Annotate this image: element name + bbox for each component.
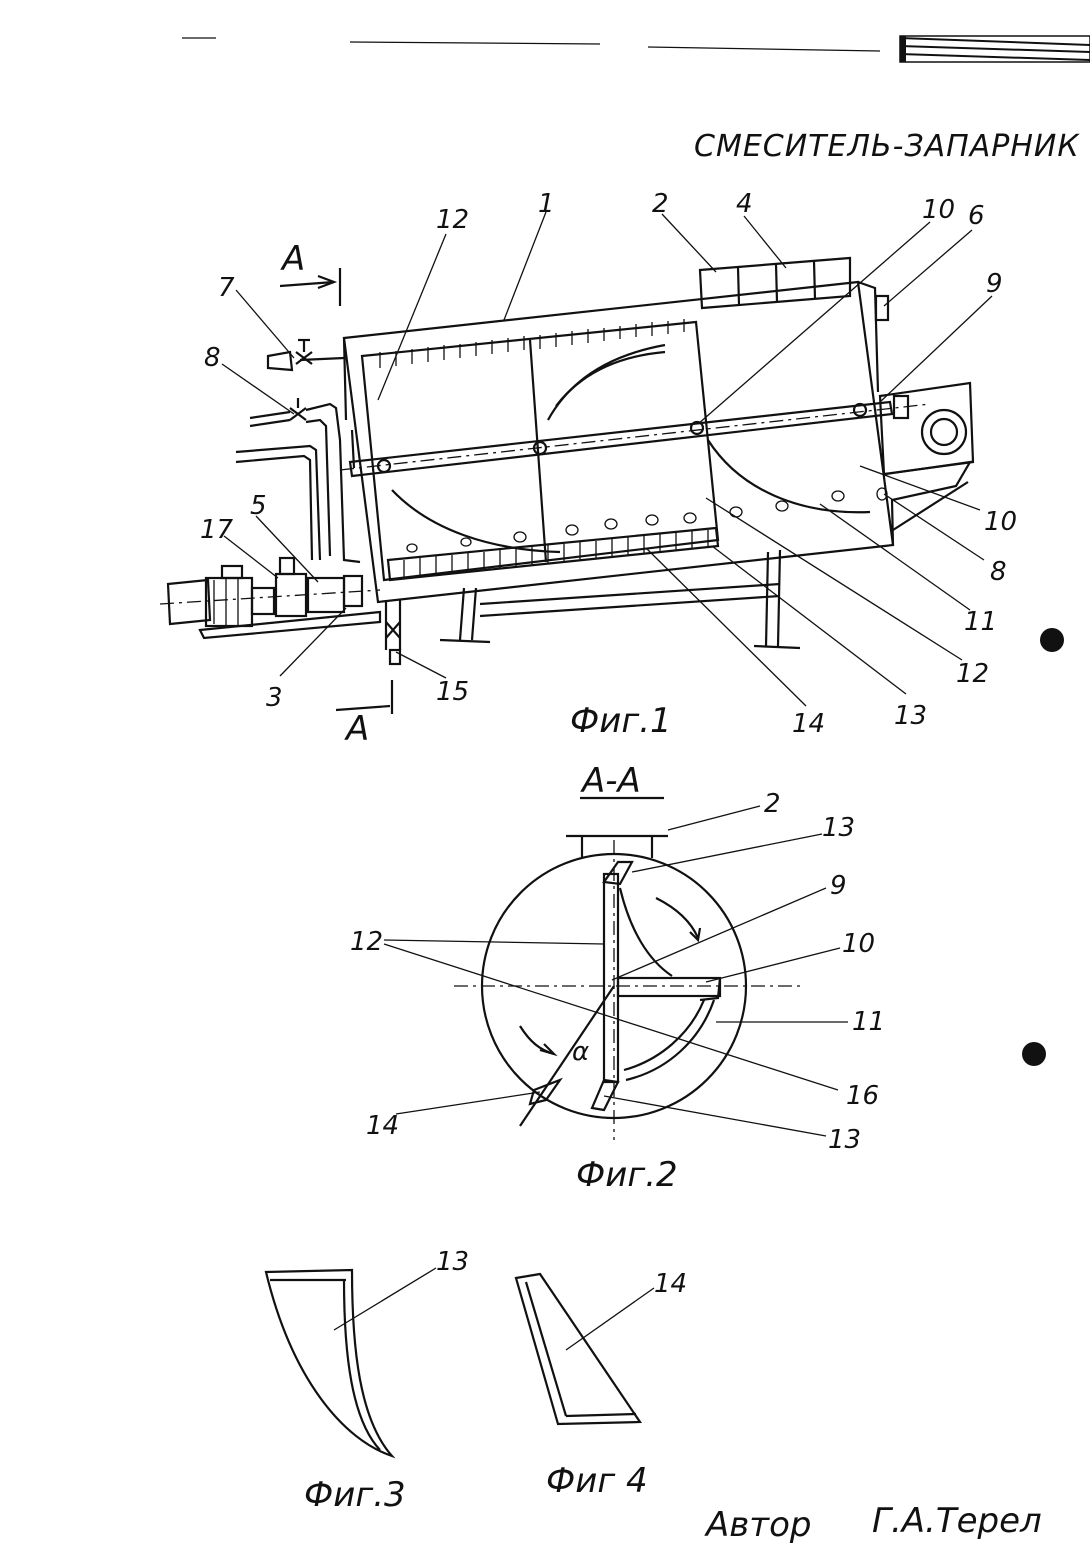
fig2-label-10: 10 [842,929,875,959]
drawing-title: СМЕСИТЕЛЬ-ЗАПАРНИК [694,129,1080,164]
fig2-label-13-top: 13 [822,813,855,843]
fig1-label-13: 13 [894,701,927,731]
section-mark-a-top: A [280,239,305,279]
scan-artifacts [182,36,1090,1066]
fig4-drawing: 14 Фиг 4 [516,1269,687,1501]
fig2-label-11: 11 [852,1007,885,1037]
fig1-label-7: 7 [218,273,235,303]
fig1-label-17: 17 [200,515,234,545]
fig2-section-title: А-А [580,761,641,801]
fig4-label-14: 14 [654,1269,687,1299]
fig1-label-4: 4 [736,189,753,219]
fig1-label-2: 2 [652,189,669,219]
fig1-label-10-right: 10 [984,507,1017,537]
fig1-label-12-top: 12 [436,205,469,235]
author-name: Г.А.Терел [872,1501,1042,1541]
fig1-label-3: 3 [266,683,283,713]
fig1-label-8-right: 8 [990,557,1007,587]
fig1-drawing: 12 1 2 4 10 6 9 7 8 17 5 3 15 14 13 12 1… [160,189,1017,749]
fig2-label-13-bottom: 13 [828,1125,861,1155]
fig1-label-5: 5 [250,491,267,521]
fig1-label-14: 14 [792,709,825,739]
fig2-label-16: 16 [846,1081,879,1111]
fig2-label-12: 12 [350,927,383,957]
author-label: Автор [704,1505,812,1545]
fig1-label-8-left: 8 [204,343,221,373]
fig1-label-15: 15 [436,677,469,707]
fig2-drawing: А-А α [350,761,885,1195]
fig2-label-9: 9 [830,871,847,901]
fig2-label-14: 14 [366,1111,399,1141]
fig1-label-10-top: 10 [922,195,955,225]
fig3-drawing: 13 Фиг.3 [266,1247,469,1515]
fig1-label-12-right: 12 [956,659,989,689]
fig3-label-13: 13 [436,1247,469,1277]
fig1-label-11: 11 [964,607,997,637]
fig2-caption: Фиг.2 [576,1155,678,1195]
section-mark-a-bottom: A [344,709,369,749]
fig2-label-2: 2 [764,789,781,819]
fig1-label-9: 9 [986,269,1003,299]
fig1-caption: Фиг.1 [570,701,672,741]
fig3-caption: Фиг.3 [304,1475,406,1515]
fig1-label-1: 1 [538,189,555,219]
alpha-symbol: α [572,1037,589,1067]
fig4-caption: Фиг 4 [546,1461,648,1501]
fig1-label-6: 6 [968,201,985,231]
